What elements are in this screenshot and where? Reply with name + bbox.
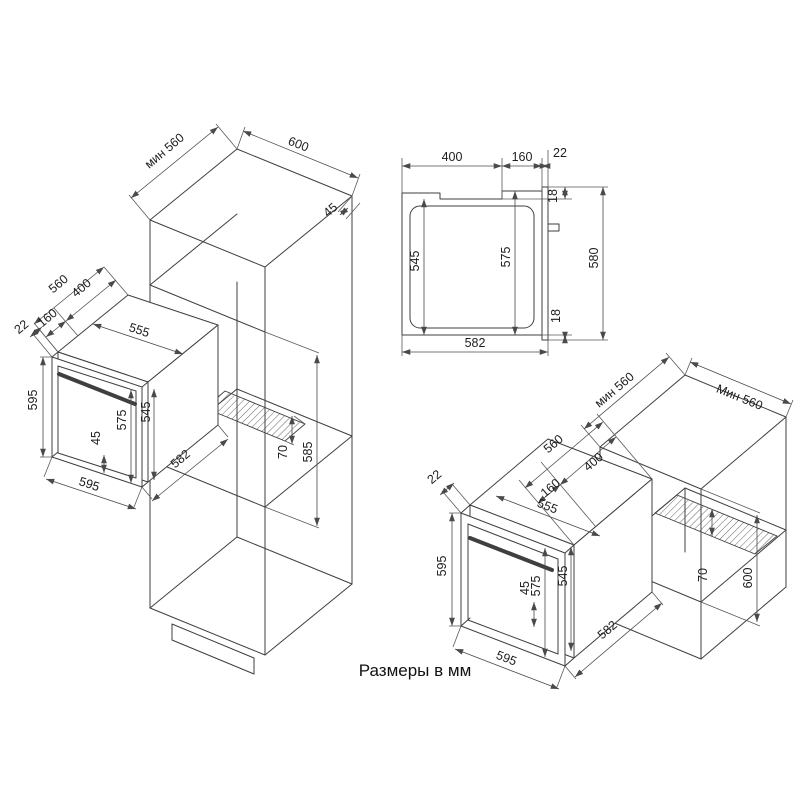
dim-vent-depth: 70: [696, 568, 710, 582]
oven-isometric: [460, 438, 653, 667]
dim-flange-bottom: 18: [549, 309, 563, 323]
front-frame: [541, 186, 549, 341]
dim-overall-height: 580: [587, 248, 601, 269]
plinth: [171, 623, 255, 675]
dim-bottom-gap: 45: [89, 431, 103, 445]
dim-door-width: 595: [77, 474, 101, 494]
dim-door-proud: 22: [12, 317, 32, 337]
dim-vent-depth: 70: [276, 445, 290, 459]
dim-niche-height: 585: [301, 442, 315, 463]
dim-body-height: 545: [408, 251, 422, 272]
dim-door-height: 595: [26, 390, 40, 411]
dim-body-height: 545: [556, 566, 570, 587]
dim-body-width: 555: [127, 320, 151, 340]
dim-niche-depth-min-back: Мин 560: [714, 382, 764, 413]
oven-handle: [468, 536, 554, 572]
drawing-side-profile: 400 160 22 18 545 575 580 18 582: [401, 146, 608, 356]
dim-body-height: 545: [139, 402, 153, 423]
drawing-base-cabinet-installation: мин 560 Мин 560 560 400 160 22 555 595 5…: [425, 352, 794, 690]
dim-front-frame-height: 575: [529, 576, 543, 597]
dim-bottom-gap: 45: [518, 581, 532, 595]
dim-depth-rear: 400: [69, 276, 94, 300]
dim-cabinet-width: 600: [286, 134, 311, 155]
dim-front-frame-height: 575: [499, 247, 513, 268]
tall-cabinet: [149, 148, 353, 675]
dim-depth-rear: 400: [442, 150, 463, 164]
vent-slot-hatch: [204, 390, 306, 442]
dim-door-proud: 22: [553, 146, 567, 160]
dim-niche-depth-min: мин 560: [142, 131, 187, 172]
dim-door-width: 595: [494, 648, 519, 669]
oven-side-profile: [401, 186, 560, 341]
dim-door-proud: 22: [425, 467, 445, 487]
dimension-lines: [401, 150, 608, 356]
dim-front-frame-height: 575: [115, 410, 129, 431]
dim-depth-front: 160: [512, 150, 533, 164]
drawing-tall-cabinet-installation: мин 560 600 45 560 400 160 22 555 595 57…: [12, 123, 361, 675]
dimension-lines: [29, 123, 361, 529]
oven-isometric: [51, 294, 219, 488]
dim-body-depth: 560: [46, 272, 71, 296]
dim-flange-top: 18: [546, 189, 560, 203]
dim-body-width: 555: [535, 496, 560, 517]
dim-overall-depth: 582: [465, 336, 486, 350]
caption-units: Размеры в мм: [359, 661, 472, 680]
dim-top-rear-gap: 45: [321, 200, 341, 220]
dim-niche-height: 600: [741, 568, 755, 589]
mounting-tab: [547, 223, 560, 232]
dim-door-height: 595: [435, 556, 449, 577]
dimension-lines: [439, 352, 794, 690]
vent-slot-hatch: [654, 494, 778, 555]
dim-depth-front: 160: [35, 306, 60, 330]
oven-handle: [57, 372, 137, 406]
